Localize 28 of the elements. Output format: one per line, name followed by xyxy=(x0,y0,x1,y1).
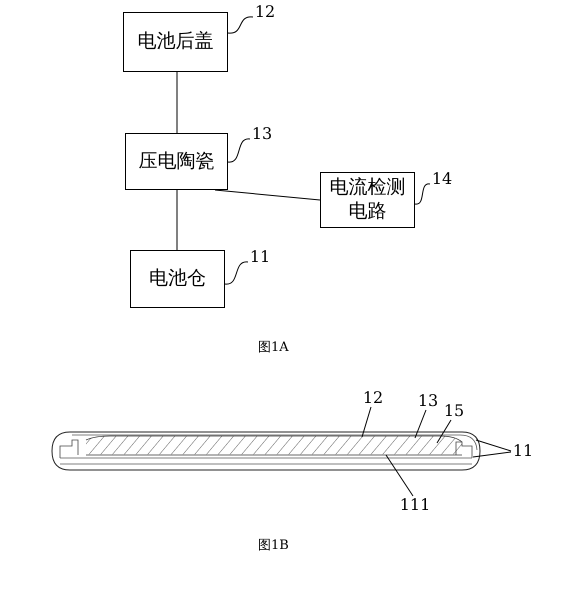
reference-numeral: 15 xyxy=(442,402,466,420)
reference-numeral: 13 xyxy=(250,124,274,144)
reference-numeral: 111 xyxy=(399,496,431,514)
reference-numeral: 14 xyxy=(430,169,454,189)
leader-line xyxy=(362,406,372,438)
reference-numeral: 11 xyxy=(248,247,272,267)
reference-numeral: 11 xyxy=(511,442,535,460)
connector-line xyxy=(176,72,178,134)
leader-line xyxy=(414,184,430,204)
figure-caption: 图1A xyxy=(258,341,289,354)
leader-line xyxy=(436,420,452,444)
leader-line xyxy=(476,440,512,452)
leader-line xyxy=(228,16,254,34)
figure-caption: 图1B xyxy=(258,539,289,552)
connector-line xyxy=(176,190,178,250)
reference-numeral: 12 xyxy=(253,2,277,22)
leader-line xyxy=(414,410,426,438)
component-box: 电流检测电路 xyxy=(320,172,415,228)
component-box: 电池仓 xyxy=(130,250,225,308)
connector-line xyxy=(214,190,320,200)
reference-numeral: 13 xyxy=(416,392,440,410)
component-box: 压电陶瓷 xyxy=(125,133,228,190)
leader-line xyxy=(228,138,250,162)
leader-line xyxy=(472,452,512,458)
component-box: 电池后盖 xyxy=(123,12,228,72)
reference-numeral: 12 xyxy=(361,389,385,407)
leader-line xyxy=(386,454,414,496)
leader-line xyxy=(224,262,248,284)
